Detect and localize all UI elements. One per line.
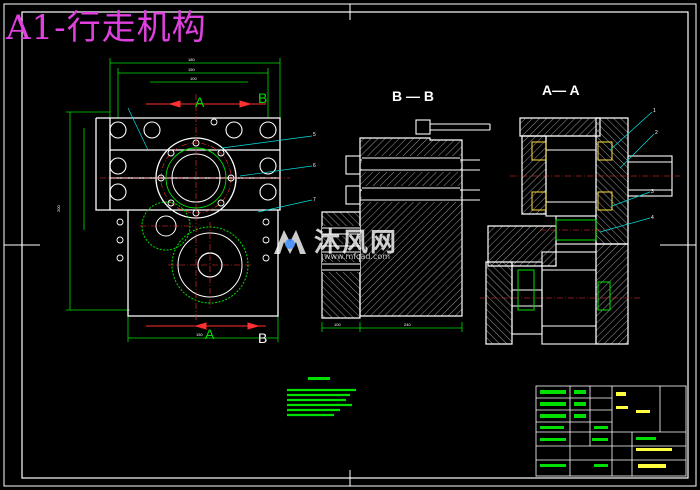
svg-text:240: 240 — [404, 322, 411, 327]
title-block-fills — [540, 390, 672, 468]
watermark-text: 沐风网 — [314, 228, 399, 258]
watermark-logo-icon — [274, 229, 306, 254]
svg-text:3: 3 — [651, 189, 654, 195]
watermark: 沐风网 www.mfcad.com — [270, 222, 399, 261]
svg-text:5: 5 — [313, 132, 316, 138]
svg-text:7: 7 — [313, 197, 316, 203]
front-view: 180 150 100 150 200 — [56, 57, 316, 342]
centering-marks — [4, 4, 696, 486]
section-mark-a-top: A — [195, 94, 205, 110]
section-mark-b-top: B — [258, 90, 268, 106]
drawing-title: A1-行走机构 — [6, 8, 207, 48]
section-bb-label: B — B — [392, 88, 434, 104]
svg-text:2: 2 — [655, 130, 658, 136]
svg-text:150: 150 — [196, 332, 203, 337]
svg-text:6: 6 — [313, 163, 316, 169]
section-mark-a-bottom: A — [205, 326, 215, 342]
svg-text:100: 100 — [190, 76, 197, 81]
svg-text:100: 100 — [334, 322, 341, 327]
svg-text:4: 4 — [651, 215, 654, 221]
svg-text:150: 150 — [188, 67, 195, 72]
svg-text:1: 1 — [653, 108, 656, 114]
svg-text:180: 180 — [188, 57, 195, 62]
section-mark-b-bottom: B — [258, 330, 268, 346]
section-aa-view: 1 2 3 4 — [480, 108, 680, 345]
watermark-url: www.mfcad.com — [324, 252, 391, 261]
section-aa-label: A— A — [542, 82, 580, 98]
technical-notes — [287, 377, 356, 417]
svg-text:200: 200 — [56, 205, 61, 212]
section-bb-view: 100 240 — [321, 119, 491, 332]
title-block — [535, 385, 687, 477]
